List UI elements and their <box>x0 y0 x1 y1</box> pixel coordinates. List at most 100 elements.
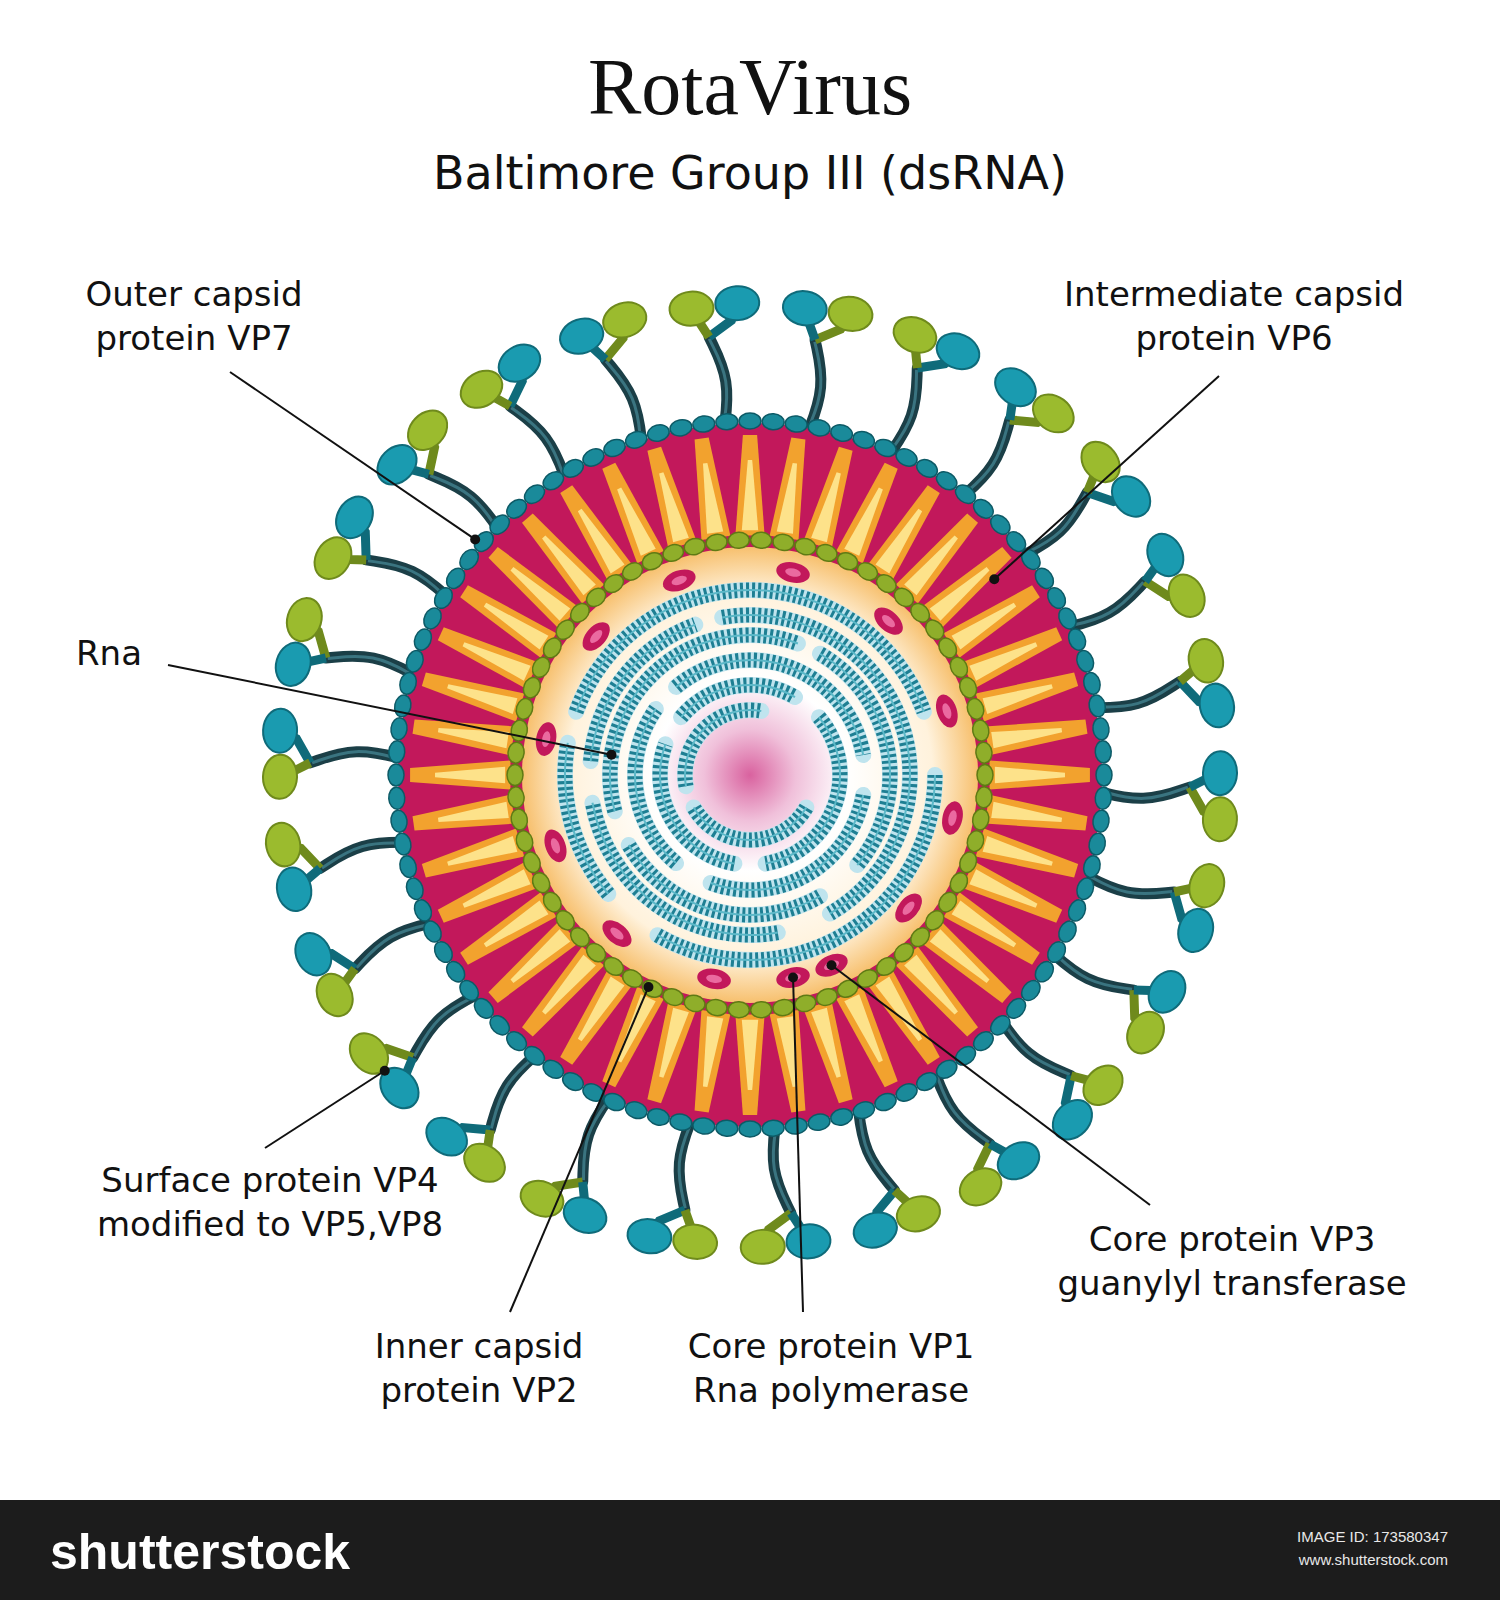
vp7-ring <box>872 436 898 459</box>
vp2-ring <box>728 1001 750 1018</box>
leader-line <box>265 1071 385 1148</box>
vp7-ring <box>669 418 694 438</box>
vp7-ring <box>404 876 426 902</box>
vp4-spike <box>510 406 567 482</box>
vp7-ring <box>1087 832 1107 857</box>
core-enzyme <box>549 837 562 855</box>
vp7-ring <box>739 1121 761 1137</box>
vp6-layer <box>969 642 1037 681</box>
core-enzyme <box>941 702 954 720</box>
vp7-ring <box>669 1112 694 1132</box>
vp4-spike <box>962 422 1009 497</box>
vp4-spike <box>1141 964 1193 1019</box>
vp7-ring <box>1092 809 1111 833</box>
vp4-spike <box>491 1054 538 1129</box>
leader-line <box>168 665 611 755</box>
vp7-ring <box>692 415 716 434</box>
vp6-layer <box>617 488 656 556</box>
vp2-ring <box>705 533 728 552</box>
watermark-text: www.shutterstock.com <box>1128 1550 1448 1570</box>
vp6-layer <box>811 472 841 542</box>
vp7-ring <box>1081 854 1102 879</box>
vp6-layer <box>413 795 515 831</box>
core-enzyme <box>939 799 966 836</box>
vp4-spike <box>849 1207 901 1253</box>
vp7-ring <box>388 413 1112 1137</box>
vp6-layer <box>990 760 1090 789</box>
vp7-ring <box>1095 787 1112 810</box>
vp2-ring <box>507 741 525 763</box>
vp4-spike <box>1173 904 1218 956</box>
vp2-ring <box>835 977 861 1000</box>
core-enzyme <box>670 574 688 587</box>
vp4-spike <box>454 363 509 415</box>
vp7-ring <box>388 764 404 786</box>
vp7-ring <box>388 787 405 810</box>
vp4-spike <box>606 361 641 442</box>
vp6-layer <box>904 955 958 1015</box>
vp4-spike <box>558 1191 612 1240</box>
core-enzyme <box>900 899 916 916</box>
watermark-text: shutterstock <box>50 1522 470 1582</box>
vp2-ring <box>509 808 529 832</box>
part-label: Rna <box>76 631 276 675</box>
vp4-spike <box>1100 787 1188 798</box>
vp2-ring <box>683 536 707 556</box>
vp4-spike <box>413 992 482 1058</box>
core-enzyme <box>541 730 552 747</box>
vp6-layer <box>952 900 1017 947</box>
vp2-ring <box>814 986 839 1008</box>
vp2-ring <box>957 850 980 875</box>
vp6-layer <box>447 836 517 866</box>
vp7-ring <box>715 1120 738 1137</box>
vp4-spike <box>892 1191 944 1237</box>
vp7-ring <box>762 413 785 430</box>
vp7-ring <box>646 1106 671 1127</box>
vp6-layer <box>844 994 883 1062</box>
vp2-ring <box>529 870 553 896</box>
vp7-ring <box>1065 897 1088 923</box>
vp7-ring <box>715 413 738 430</box>
vp4-spike <box>889 370 917 454</box>
vp7-ring <box>646 422 671 443</box>
watermark-text: IMAGE ID: 173580347 <box>1128 1527 1448 1547</box>
vp6-layer <box>875 977 922 1042</box>
leader-line <box>832 965 1150 1205</box>
vp7-ring <box>1092 717 1111 741</box>
vp6-layer <box>438 802 509 822</box>
vp6-layer <box>844 488 883 556</box>
bottom-bar <box>0 1500 1500 1600</box>
core-enzyme <box>932 692 962 731</box>
vp4-spike <box>282 594 327 646</box>
vp6-layer <box>930 567 990 621</box>
rna-segment <box>694 808 807 840</box>
vp2-ring <box>772 533 795 552</box>
vp7-ring <box>420 918 444 945</box>
vp7-ring <box>601 1090 627 1113</box>
leader-line <box>793 977 803 1312</box>
rna-segment <box>685 710 761 786</box>
vp4-spike <box>511 408 564 478</box>
vp2-ring <box>971 808 991 832</box>
vp6-layer <box>484 900 549 947</box>
vp7-ring <box>1081 671 1102 696</box>
vp4-spike <box>307 531 359 586</box>
vp4-spike <box>1067 582 1143 626</box>
vp4-spike <box>1184 860 1229 912</box>
vp7-ring <box>411 897 434 923</box>
core-enzyme <box>947 809 958 826</box>
vp7-ring <box>692 1117 716 1136</box>
vp6-layer <box>777 463 797 534</box>
vp4-spike <box>1185 636 1227 686</box>
vp7-ring <box>411 626 434 652</box>
vp7-ring <box>397 671 418 696</box>
vp4-spike <box>369 437 424 492</box>
vp6-layer <box>695 438 731 540</box>
vp4-spike <box>414 995 478 1056</box>
vp2-ring <box>947 654 971 680</box>
vp4-spike <box>859 1108 894 1189</box>
capsid-layer <box>398 423 1102 1127</box>
part-label: Intermediate capsid protein VP6 <box>1014 272 1454 360</box>
vp7-ring <box>1065 626 1088 652</box>
vp7-ring <box>762 1120 785 1137</box>
